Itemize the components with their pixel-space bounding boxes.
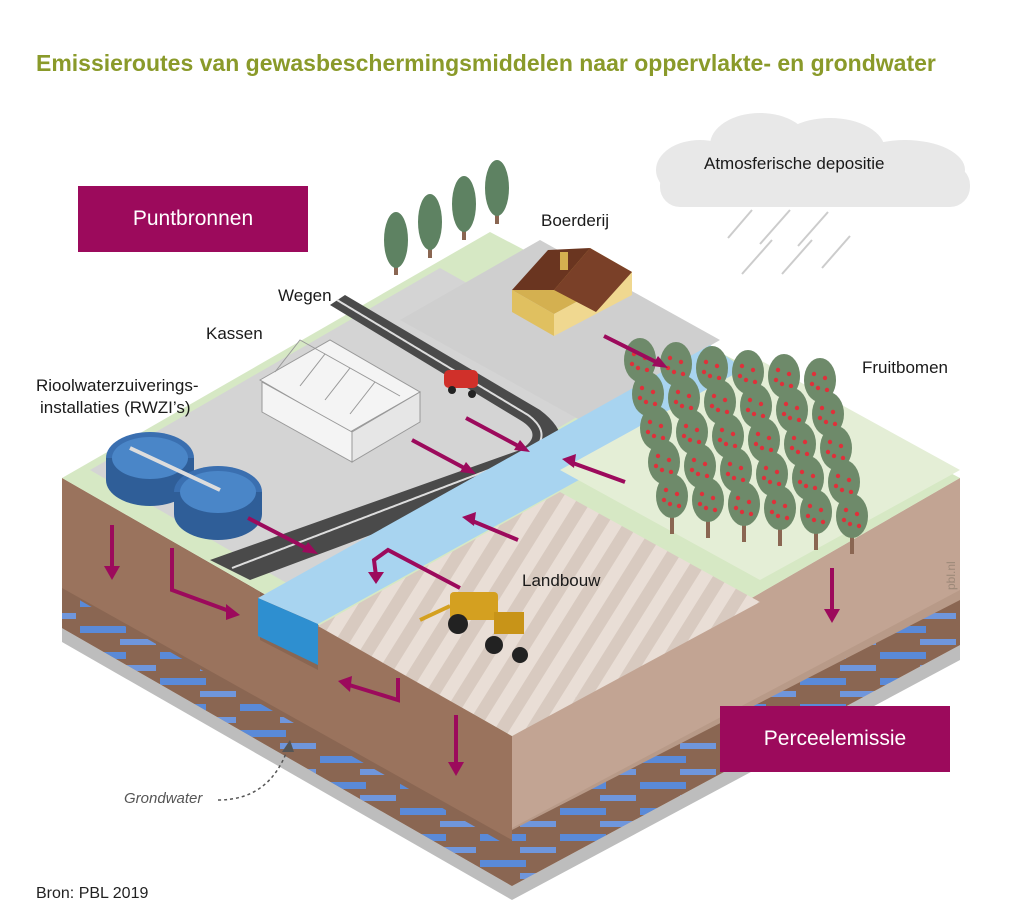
arrow-wegen xyxy=(465,416,523,450)
grondwater-pointer-head xyxy=(282,740,294,752)
label-kassen: Kassen xyxy=(206,324,263,343)
poplar-trees xyxy=(384,160,509,275)
arrow-under-canal xyxy=(345,678,400,703)
arrow-orchard xyxy=(569,460,626,484)
label-rwzi-line2: installaties (RWZI’s) xyxy=(40,398,191,417)
arrow-landbouw xyxy=(469,518,519,542)
greenhouses xyxy=(258,339,422,463)
arrow-heads xyxy=(104,356,840,776)
arrow-kassen xyxy=(411,438,469,472)
road xyxy=(210,295,562,580)
cloud xyxy=(656,113,970,207)
fruit-tree xyxy=(800,490,832,550)
label-boerderij: Boerderij xyxy=(541,211,610,230)
farmhouse xyxy=(512,248,632,336)
puntbronnen-box: Puntbronnen xyxy=(78,186,308,252)
label-landbouw: Landbouw xyxy=(522,571,601,590)
label-atmosferische-depositie: Atmosferische depositie xyxy=(704,154,885,173)
fruit-tree xyxy=(776,388,808,448)
watermark: pbl.nl xyxy=(944,561,958,590)
rain-lines xyxy=(727,209,851,275)
fruit-trees xyxy=(624,338,868,554)
emission-arrows xyxy=(110,334,834,768)
diagram-title: Emissieroutes van gewasbeschermingsmidde… xyxy=(36,50,936,76)
canal-end xyxy=(258,598,318,665)
car xyxy=(444,370,478,398)
arrow-left-groundwater xyxy=(170,548,233,614)
label-wegen: Wegen xyxy=(278,286,332,305)
fruit-tree xyxy=(836,494,868,554)
label-fruitbomen: Fruitbomen xyxy=(862,358,948,377)
soil-right-upper xyxy=(512,478,960,828)
agri-field xyxy=(318,492,760,736)
fruit-tree xyxy=(656,474,688,534)
tractor xyxy=(419,592,528,663)
label-grondwater: Grondwater xyxy=(124,790,203,807)
rwzi-tanks xyxy=(106,432,262,540)
perceelemissie-box: Perceelemissie xyxy=(720,706,950,772)
source-note: Bron: PBL 2019 xyxy=(36,885,149,902)
fruit-tree xyxy=(728,482,760,542)
arrow-boerderij xyxy=(603,334,661,366)
fruit-tree xyxy=(764,486,796,546)
label-rwzi-line1: Rioolwaterzuiverings- xyxy=(36,376,199,395)
arrow-landbouw-drain xyxy=(371,547,461,590)
arrow-rwzi xyxy=(247,516,311,552)
fruit-tree xyxy=(692,478,724,538)
soil-left-upper xyxy=(62,478,512,840)
